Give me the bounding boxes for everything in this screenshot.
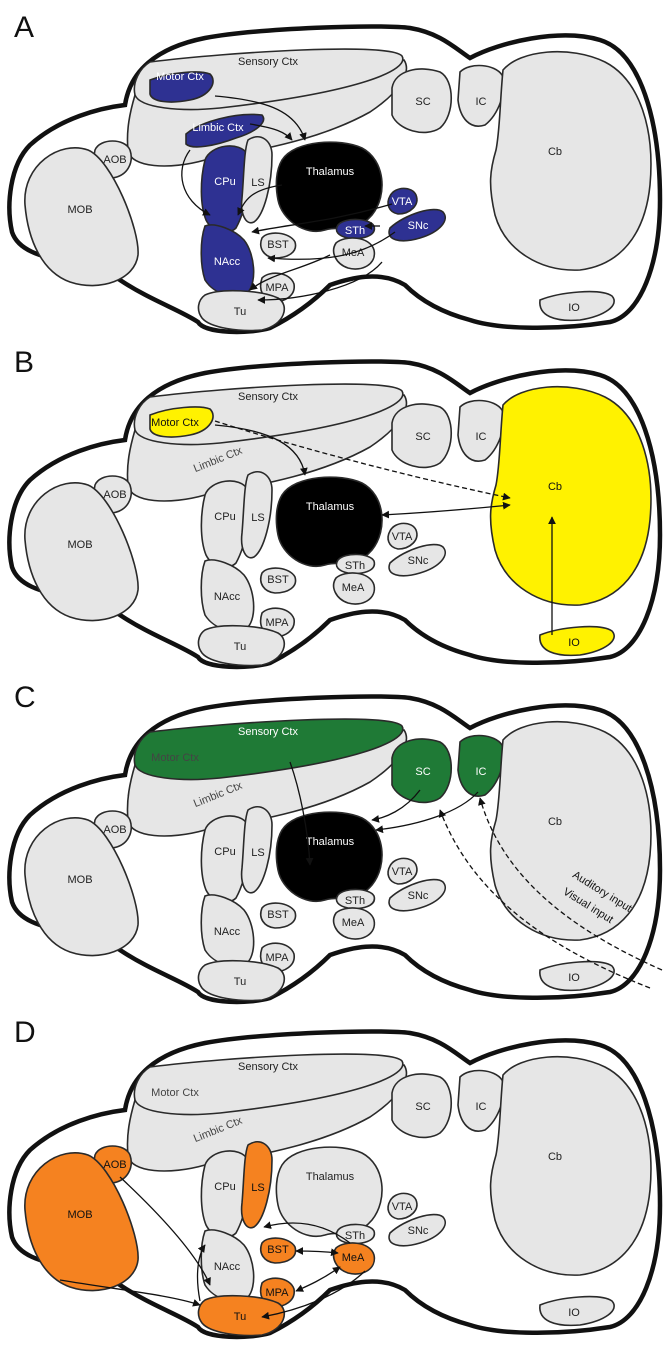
label-sensory-ctx: Sensory Ctx <box>238 1061 298 1073</box>
label-ls: LS <box>251 512 264 524</box>
label-vta: VTA <box>392 196 413 208</box>
label-thalamus: Thalamus <box>306 501 355 513</box>
region-cb <box>491 1057 651 1275</box>
label-sc: SC <box>415 766 430 778</box>
label-cpu: CPu <box>214 511 235 523</box>
label-sc: SC <box>415 96 430 108</box>
region-thalamus <box>276 142 382 231</box>
label-aob: AOB <box>103 824 126 836</box>
label-bst: BST <box>267 574 289 586</box>
label-mea: MeA <box>342 1252 365 1264</box>
label-aob: AOB <box>103 154 126 166</box>
label-limbic-ctx: Limbic Ctx <box>192 122 244 134</box>
label-nacc: NAcc <box>214 926 241 938</box>
label-sc: SC <box>415 1101 430 1113</box>
label-thalamus: Thalamus <box>306 836 355 848</box>
label-ls: LS <box>251 1182 264 1194</box>
label-motor-ctx: Motor Ctx <box>156 71 204 83</box>
label-mpa: MPA <box>265 282 289 294</box>
label-sth: STh <box>345 895 365 907</box>
label-nacc: NAcc <box>214 256 241 268</box>
label-cpu: CPu <box>214 1181 235 1193</box>
label-sc: SC <box>415 431 430 443</box>
label-cpu: CPu <box>214 176 235 188</box>
label-cb: Cb <box>548 816 562 828</box>
label-io: IO <box>568 972 580 984</box>
label-vta: VTA <box>392 1201 413 1213</box>
region-cb <box>491 387 651 605</box>
label-snc: SNc <box>408 890 429 902</box>
label-sth: STh <box>345 1230 365 1242</box>
label-aob: AOB <box>103 1159 126 1171</box>
label-ic: IC <box>476 96 487 108</box>
label-sth: STh <box>345 560 365 572</box>
label-mea: MeA <box>342 917 365 929</box>
label-sensory-ctx: Sensory Ctx <box>238 391 298 403</box>
label-snc: SNc <box>408 1225 429 1237</box>
label-mpa: MPA <box>265 1287 289 1299</box>
label-vta: VTA <box>392 866 413 878</box>
panel-letter: D <box>14 1016 36 1049</box>
region-cb <box>491 52 651 270</box>
label-nacc: NAcc <box>214 591 241 603</box>
label-mob: MOB <box>67 539 92 551</box>
label-motor-ctx: Motor Ctx <box>151 417 199 429</box>
label-motor-ctx: Motor Ctx <box>151 1087 199 1099</box>
label-motor-ctx: Motor Ctx <box>151 752 199 764</box>
label-sth: STh <box>345 225 365 237</box>
region-thalamus <box>276 477 382 566</box>
label-ls: LS <box>251 847 264 859</box>
label-tu: Tu <box>234 1311 246 1323</box>
label-mob: MOB <box>67 1209 92 1221</box>
label-nacc: NAcc <box>214 1261 241 1273</box>
region-thalamus <box>276 812 382 901</box>
label-tu: Tu <box>234 641 246 653</box>
panel-b: B Sensory CtxSC IC CbAOB MOB CPu LS ThalamusVTA… <box>9 346 660 667</box>
label-mob: MOB <box>67 204 92 216</box>
label-io: IO <box>568 637 580 649</box>
label-sensory-ctx: Sensory Ctx <box>238 726 298 738</box>
label-ic: IC <box>476 766 487 778</box>
label-sensory-ctx: Sensory Ctx <box>238 56 298 68</box>
label-tu: Tu <box>234 976 246 988</box>
label-aob: AOB <box>103 489 126 501</box>
label-thalamus: Thalamus <box>306 1171 355 1183</box>
panel-letter: B <box>14 346 34 379</box>
label-io: IO <box>568 302 580 314</box>
panel-letter: C <box>14 681 36 714</box>
panel-d: D Sensory CtxSC IC CbAOB MOB CPu LS ThalamusVTA… <box>9 1016 660 1337</box>
label-snc: SNc <box>408 555 429 567</box>
label-cb: Cb <box>548 146 562 158</box>
label-ls: LS <box>251 177 264 189</box>
label-vta: VTA <box>392 531 413 543</box>
label-cb: Cb <box>548 481 562 493</box>
label-bst: BST <box>267 239 289 251</box>
label-mpa: MPA <box>265 952 289 964</box>
label-mob: MOB <box>67 874 92 886</box>
label-ic: IC <box>476 1101 487 1113</box>
panel-letter: A <box>14 11 34 44</box>
label-bst: BST <box>267 1244 289 1256</box>
label-mea: MeA <box>342 582 365 594</box>
label-bst: BST <box>267 909 289 921</box>
label-io: IO <box>568 1307 580 1319</box>
label-tu: Tu <box>234 306 246 318</box>
label-cb: Cb <box>548 1151 562 1163</box>
label-mpa: MPA <box>265 617 289 629</box>
label-ic: IC <box>476 431 487 443</box>
label-thalamus: Thalamus <box>306 166 355 178</box>
label-cpu: CPu <box>214 846 235 858</box>
label-snc: SNc <box>408 220 429 232</box>
